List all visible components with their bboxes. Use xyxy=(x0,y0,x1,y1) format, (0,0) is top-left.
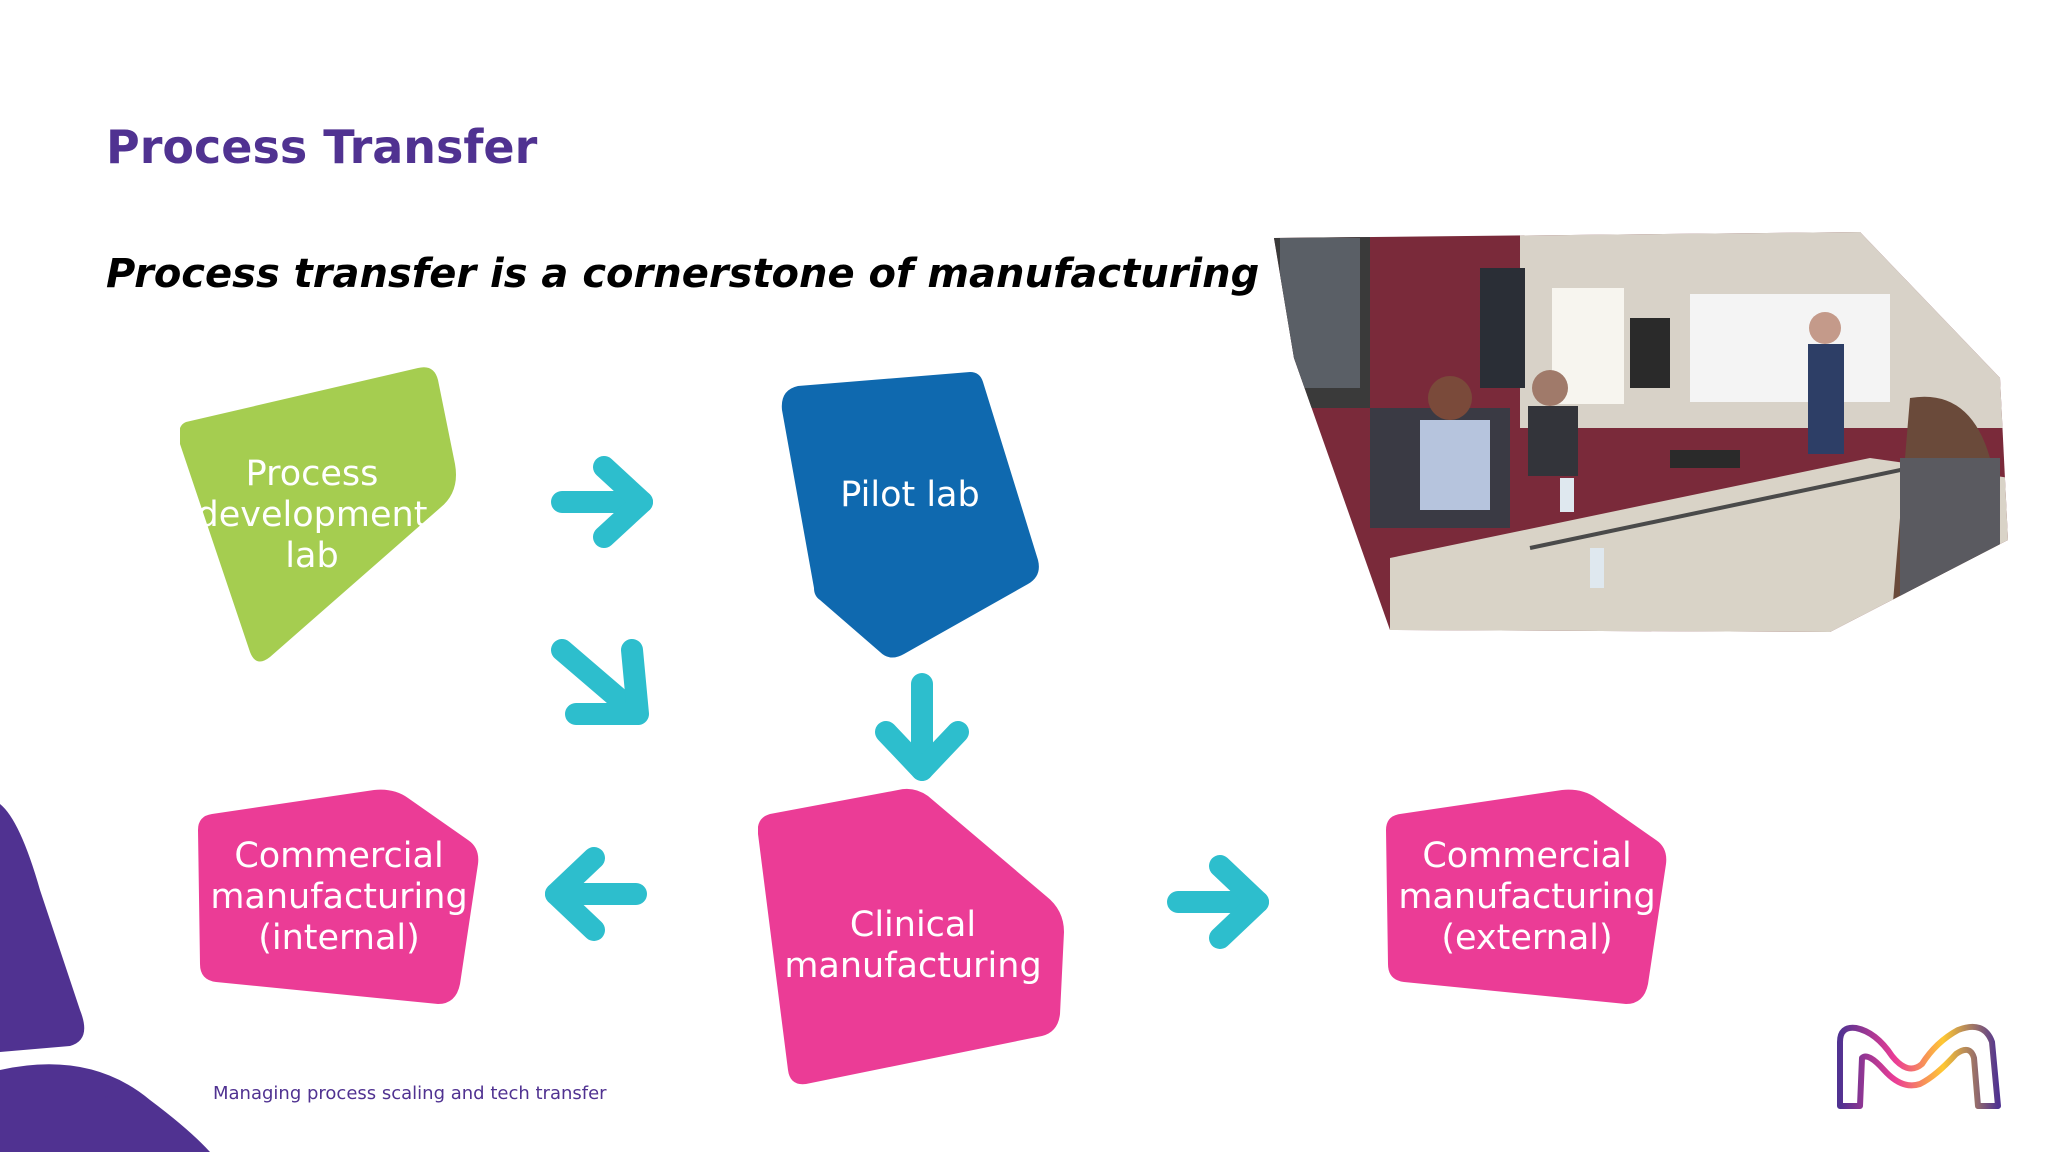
company-logo xyxy=(1832,1020,2006,1118)
node-pilot-lab: Pilot lab xyxy=(780,370,1040,660)
page-title: Process Transfer xyxy=(106,120,538,174)
node-label: Pilot lab xyxy=(840,474,980,515)
arrow-icon xyxy=(550,455,660,553)
page-subtitle: Process transfer is a cornerstone of man… xyxy=(106,251,1260,297)
decorative-blob xyxy=(0,800,220,1156)
node-label: Commercial manufacturing (external) xyxy=(1398,835,1656,958)
footer-text: Managing process scaling and tech transf… xyxy=(213,1083,607,1104)
node-label: Commercial manufacturing (internal) xyxy=(210,835,468,958)
node-commercial-external: Commercial manufacturing (external) xyxy=(1386,788,1668,1006)
node-label: Clinical manufacturing xyxy=(784,905,1042,986)
arrow-icon xyxy=(538,846,648,946)
node-process-development-lab: Process development lab xyxy=(180,364,460,666)
meeting-room-photo xyxy=(1270,228,2010,642)
arrow-icon xyxy=(1166,854,1276,954)
node-commercial-internal: Commercial manufacturing (internal) xyxy=(198,788,480,1006)
arrow-icon xyxy=(548,630,658,744)
node-clinical-manufacturing: Clinical manufacturing xyxy=(758,786,1068,1086)
page-number: 3 xyxy=(104,1083,115,1103)
arrow-icon xyxy=(872,672,972,792)
node-label: Process development lab xyxy=(196,453,428,576)
